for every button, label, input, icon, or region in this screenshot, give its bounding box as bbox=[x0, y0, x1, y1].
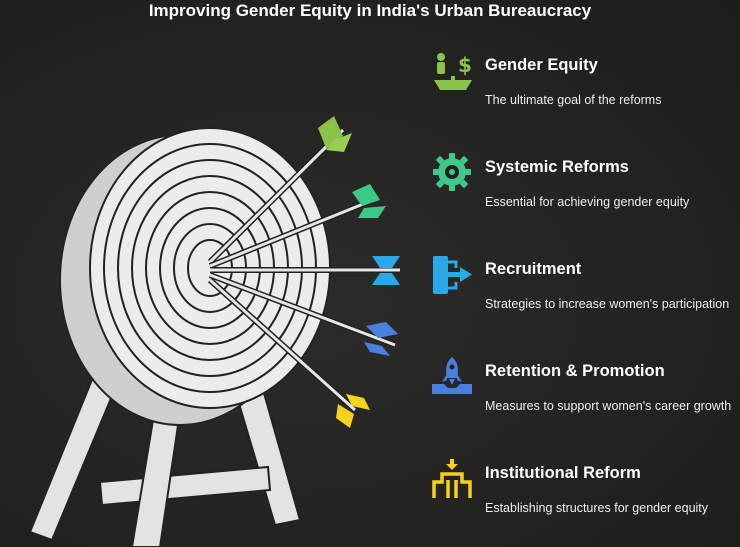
target-stand-crossbar bbox=[98, 465, 272, 507]
arrow-retention-promotion bbox=[208, 272, 398, 356]
arrow-recruitment bbox=[210, 256, 400, 285]
rocket-icon bbox=[430, 356, 476, 402]
item-heading: Recruitment bbox=[485, 260, 582, 278]
svg-text:$: $ bbox=[458, 53, 472, 77]
item-heading: Gender Equity bbox=[485, 56, 598, 74]
building-icon bbox=[430, 458, 476, 504]
door-enter-icon bbox=[430, 254, 476, 300]
item-description: Essential for achieving gender equity bbox=[485, 195, 690, 209]
item-heading: Systemic Reforms bbox=[485, 158, 629, 176]
arrow-gender-equity bbox=[207, 116, 352, 265]
item-heading: Institutional Reform bbox=[485, 464, 641, 482]
item-description: Establishing structures for gender equit… bbox=[485, 501, 709, 515]
item-description: Strategies to increase women's participa… bbox=[485, 297, 730, 311]
balance-dollar-icon: $ bbox=[430, 50, 476, 96]
gear-icon bbox=[430, 152, 476, 198]
item-description: Measures to support women's career growt… bbox=[485, 399, 732, 413]
arrow-systemic-reforms bbox=[208, 184, 386, 269]
page-title: Improving Gender Equity in India's Urban… bbox=[148, 1, 592, 20]
item-description: The ultimate goal of the reforms bbox=[485, 93, 662, 107]
item-heading: Retention & Promotion bbox=[485, 362, 665, 380]
arrow-institutional-reform bbox=[207, 277, 370, 428]
